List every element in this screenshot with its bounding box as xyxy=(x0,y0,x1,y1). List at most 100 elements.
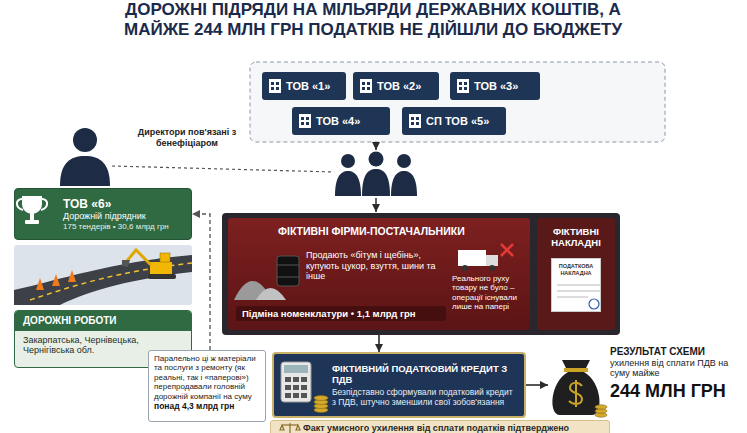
building-icon xyxy=(299,114,311,128)
building-window xyxy=(411,117,414,120)
truck-icon xyxy=(486,255,498,266)
cross-mark xyxy=(501,244,513,256)
title: ДОРОЖНІ ПІДРЯДИ НА МІЛЬЯРДИ ДЕРЖАВНИХ КО… xyxy=(78,0,668,40)
building-window xyxy=(367,82,370,85)
trophy-icon xyxy=(22,196,42,214)
node-heading: ТОВ «6» xyxy=(63,197,186,211)
scale-icon xyxy=(280,423,300,433)
group-frame xyxy=(250,62,665,142)
node-text: понад 4,3 млрд грн xyxy=(154,401,260,411)
coin-stack xyxy=(314,404,328,409)
coin-stack xyxy=(314,400,328,405)
directors-icon xyxy=(369,152,384,167)
node-text: ПОДАТКОВА НАКЛАДНА xyxy=(551,258,601,312)
calculator-icon xyxy=(284,365,308,373)
calculator-icon xyxy=(285,377,291,382)
node-text: Підміна номенклатури • 1,1 млрд грн xyxy=(236,306,446,321)
truck-icon xyxy=(489,265,495,271)
beneficiary-icon xyxy=(60,156,110,186)
directors-icon xyxy=(391,171,417,196)
fake-suppliers-box: ФІКТИВНІ ФІРМИ-ПОСТАЧАЛЬНИКИПродають «бі… xyxy=(228,218,530,330)
coin-stack xyxy=(314,408,328,413)
calculator-icon xyxy=(301,377,307,382)
coin-stack xyxy=(595,405,607,409)
building-icon xyxy=(457,79,469,93)
calculator-icon xyxy=(285,377,307,398)
beneficiary-icon xyxy=(60,128,110,186)
scale-icon xyxy=(296,425,300,430)
tax-credit-box: ФІКТИВНИЙ ПОДАТКОВИЙ КРЕДИТ З ПДВБезпідс… xyxy=(272,352,526,418)
beneficiary-icon xyxy=(73,128,97,152)
building-icon xyxy=(409,114,421,128)
company-box: ТОВ «2» xyxy=(353,72,439,100)
coin-stack xyxy=(595,409,607,413)
trophy-icon xyxy=(25,220,39,224)
document-lines xyxy=(557,291,600,292)
node-heading: ТОВ «2» xyxy=(377,80,436,93)
fake-invoices-box: ФІКТИВНІ НАКЛАДНІПОДАТКОВА НАКЛАДНА xyxy=(537,218,615,330)
building-window xyxy=(306,122,309,125)
building-window xyxy=(306,117,309,120)
scheme-frame xyxy=(222,213,620,335)
node-heading: СП ТОВ «5» xyxy=(426,115,503,128)
scale-icon xyxy=(289,423,290,433)
building-window xyxy=(464,82,467,85)
building-window xyxy=(411,122,414,125)
connector-arrow xyxy=(378,330,380,352)
node-text: Продають «бітум і щебінь», купують цукор… xyxy=(306,250,446,282)
trophy-icon xyxy=(41,199,47,210)
node-heading: РЕЗУЛЬТАТ СХЕМИ xyxy=(610,346,741,358)
road-illustration xyxy=(36,278,44,290)
building-icon xyxy=(360,79,372,93)
money-bag-icon xyxy=(552,360,599,415)
calculator-icon xyxy=(285,385,291,390)
scale-icon xyxy=(282,424,298,425)
cross-mark xyxy=(501,244,513,256)
building-window xyxy=(271,82,274,85)
coin-stack xyxy=(314,396,328,413)
barrel-icon xyxy=(277,256,299,286)
callout-note: Паралельно ці ж матеріали та послуги з р… xyxy=(148,350,266,422)
node-text: ухилення від сплати ПДВ на суму майже xyxy=(610,358,741,379)
road-illustration xyxy=(30,263,192,300)
building-window xyxy=(362,82,365,85)
building-window xyxy=(271,87,274,90)
calculator-icon xyxy=(293,377,299,382)
building-window xyxy=(276,82,279,85)
road-illustration xyxy=(126,250,151,265)
coin-stack xyxy=(595,413,607,417)
calculator-icon xyxy=(281,362,311,402)
relation-label: Директори пов'язані з бенефіціаром xyxy=(126,127,248,149)
node-text: 244 МЛН ГРН xyxy=(610,381,741,402)
barrel-icon xyxy=(277,277,299,278)
building-window xyxy=(271,82,467,125)
directors-icon xyxy=(335,152,417,197)
barrel-icon xyxy=(277,256,299,286)
company-box: ТОВ «3» xyxy=(450,72,540,100)
node-text: Безпідставно сформували податковий креди… xyxy=(332,387,518,407)
building-window xyxy=(301,122,304,125)
trophy-icon xyxy=(30,213,34,220)
document-lines xyxy=(557,285,600,297)
node-heading: ФІКТИВНИЙ ПОДАТКОВИЙ КРЕДИТ З ПДВ xyxy=(332,363,518,385)
cross-mark xyxy=(501,244,513,256)
trophy-icon xyxy=(17,196,47,224)
directors-icon xyxy=(335,171,361,196)
truck-icon xyxy=(458,250,486,266)
connector-arrow xyxy=(526,384,548,386)
flow-arrow xyxy=(375,142,377,150)
gravel-icon xyxy=(234,281,272,300)
truck-icon xyxy=(458,250,498,271)
connector-arrow xyxy=(192,214,210,350)
money-bag-icon xyxy=(552,360,599,415)
node-heading: Паралельно ці ж матеріали та послуги з р… xyxy=(154,354,260,401)
trophy-icon xyxy=(17,199,23,210)
company-box: ТОВ «4» xyxy=(292,107,390,135)
money-bag-icon xyxy=(564,368,588,372)
building-window xyxy=(367,87,370,90)
directors-icon xyxy=(341,154,355,168)
flow-arrow xyxy=(375,198,377,212)
gravel-icon xyxy=(256,288,286,300)
